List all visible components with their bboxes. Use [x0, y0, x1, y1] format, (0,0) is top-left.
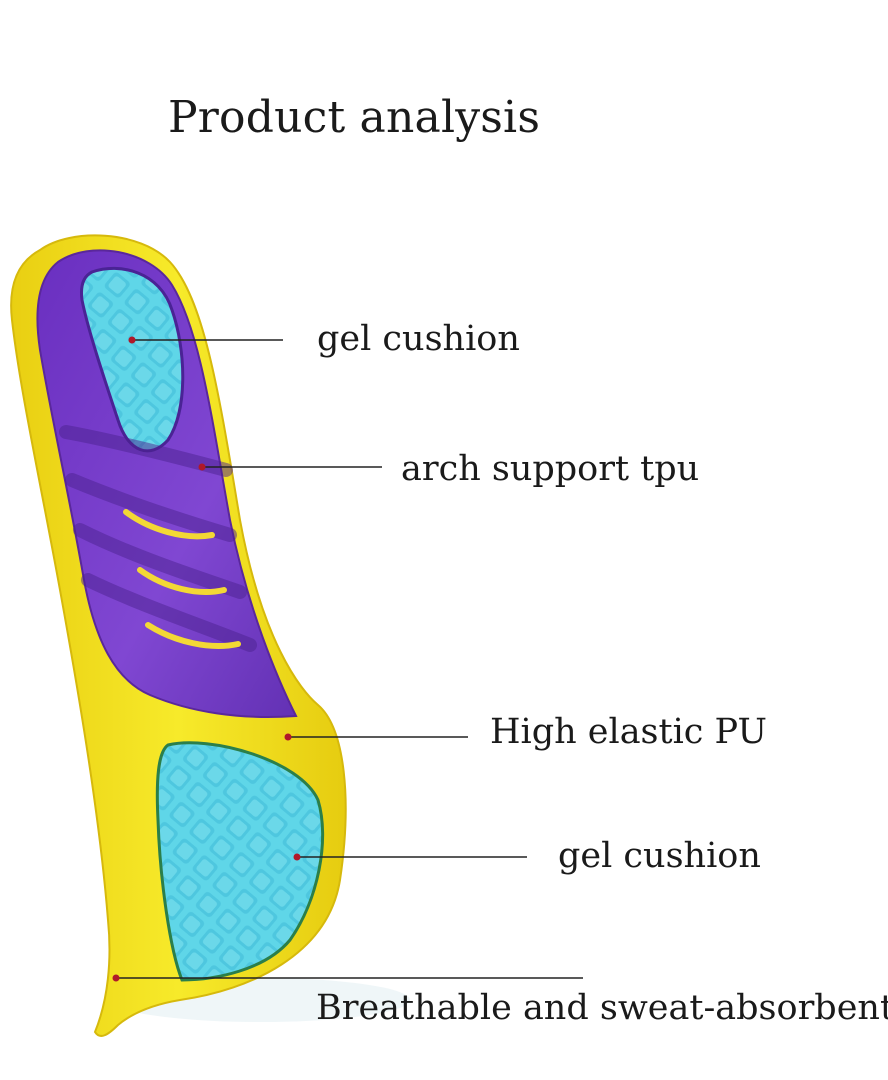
- label-high-elastic-pu: High elastic PU: [490, 712, 767, 752]
- page-title: Product analysis: [168, 92, 541, 143]
- callout-lines: [116, 339, 583, 979]
- callout-dots: [112, 336, 301, 982]
- label-gel-cushion-top: gel cushion: [317, 319, 520, 359]
- label-arch-support: arch support tpu: [401, 449, 700, 489]
- label-gel-cushion-heel: gel cushion: [558, 836, 761, 876]
- gel-cushion-heel: [155, 741, 325, 982]
- arch-ribs: [59, 425, 257, 652]
- label-breathable: Breathable and sweat-absorbent: [316, 988, 888, 1028]
